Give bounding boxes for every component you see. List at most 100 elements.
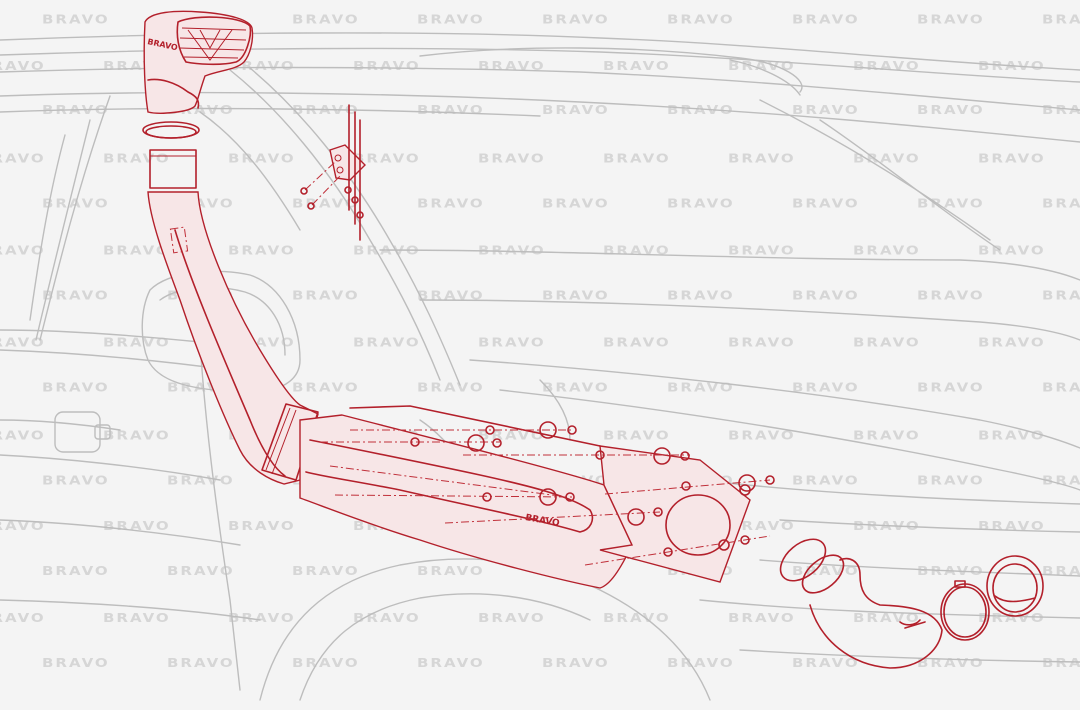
watermark-text: BRAVO xyxy=(292,287,360,303)
watermark-text: BRAVO xyxy=(728,242,796,258)
watermark-text: BRAVO xyxy=(917,472,985,488)
watermark-text: BRAVO xyxy=(853,334,921,350)
watermark-text: BRAVO xyxy=(478,150,546,166)
watermark-text: BRAVO xyxy=(228,518,296,534)
hose-clamp-bottom xyxy=(940,580,990,641)
watermark-text: BRAVO xyxy=(42,287,110,303)
fastener-lines xyxy=(320,421,775,566)
watermark-text: BRAVO xyxy=(728,150,796,166)
watermark-text: BRAVO xyxy=(792,102,860,118)
watermark-text: BRAVO xyxy=(292,379,360,395)
watermark-text: BRAVO xyxy=(542,287,610,303)
pillar-bracket xyxy=(300,104,366,241)
watermark-text: BRAVO xyxy=(728,518,796,534)
fender-body: BRAVO xyxy=(299,405,633,589)
watermark-text: BRAVO xyxy=(792,472,860,488)
watermark-text: BRAVO xyxy=(792,11,860,27)
watermark-text: BRAVO xyxy=(417,379,485,395)
watermark-text: BRAVO xyxy=(728,427,796,443)
watermark-text: BRAVO xyxy=(667,287,735,303)
watermark-text: BRAVO xyxy=(917,102,985,118)
watermark-text: BRAVO xyxy=(103,242,171,258)
watermark-text: BRAVO xyxy=(667,102,735,118)
watermark-text: BRAVO xyxy=(292,563,360,579)
watermark-text: BRAVO xyxy=(0,427,46,443)
watermark-text: BRAVO xyxy=(542,102,610,118)
watermark-text: BRAVO xyxy=(917,195,985,211)
watermark-text: BRAVO xyxy=(728,610,796,626)
watermark-text: BRAVO xyxy=(542,195,610,211)
watermark-text: BRAVO xyxy=(978,610,1046,626)
watermark-text: BRAVO xyxy=(792,655,860,671)
watermark-text: BRAVO xyxy=(917,379,985,395)
watermark-text: BRAVO xyxy=(292,11,360,27)
watermark-text: BRAVO xyxy=(167,563,235,579)
watermark-text: BRAVO xyxy=(417,195,485,211)
watermark-text: BRAVO xyxy=(667,195,735,211)
watermark-text: BRAVO xyxy=(0,610,46,626)
watermark-text: BRAVO xyxy=(228,150,296,166)
watermark-text: BRAVO xyxy=(0,334,46,350)
watermark-text: BRAVO xyxy=(353,150,421,166)
watermark-text: BRAVO xyxy=(853,427,921,443)
inner-elbow xyxy=(779,538,943,669)
ram-head: BRAVO xyxy=(143,10,254,114)
watermark-text: BRAVO xyxy=(353,610,421,626)
watermark-text: BRAVO xyxy=(1042,287,1080,303)
watermark-text: BRAVO xyxy=(542,379,610,395)
watermark-text: BRAVO xyxy=(228,610,296,626)
watermark-text: BRAVO xyxy=(353,334,421,350)
watermark-text: BRAVO xyxy=(167,472,235,488)
watermark-text: BRAVO xyxy=(103,150,171,166)
watermark-text: BRAVO xyxy=(417,287,485,303)
watermark-text: BRAVO xyxy=(42,563,110,579)
watermark-text: BRAVO xyxy=(1042,195,1080,211)
watermark-text: BRAVO xyxy=(417,11,485,27)
watermark-text: BRAVO xyxy=(42,11,110,27)
watermark-text: BRAVO xyxy=(542,11,610,27)
watermark-text: BRAVO xyxy=(478,334,546,350)
watermark-text: BRAVO xyxy=(1042,655,1080,671)
watermark-text: BRAVO xyxy=(603,610,671,626)
watermark-text: BRAVO xyxy=(667,655,735,671)
watermark-text: BRAVO xyxy=(1042,11,1080,27)
watermark-text: BRAVO xyxy=(167,655,235,671)
watermark-text: BRAVO xyxy=(792,195,860,211)
watermark-text: BRAVO xyxy=(42,472,110,488)
watermark-text: BRAVO xyxy=(103,518,171,534)
watermark-text: BRAVO xyxy=(853,242,921,258)
watermark-text: BRAVO xyxy=(603,58,671,74)
coupler xyxy=(149,149,197,189)
watermark-text: BRAVO xyxy=(0,242,46,258)
watermark-text: BRAVO xyxy=(1042,472,1080,488)
snorkel-body xyxy=(147,191,319,485)
watermark-text: BRAVO xyxy=(42,195,110,211)
watermark-text: BRAVO xyxy=(478,242,546,258)
watermark-text: BRAVO xyxy=(42,379,110,395)
watermark-text: BRAVO xyxy=(353,58,421,74)
watermark-text: BRAVO xyxy=(292,655,360,671)
watermark-text: BRAVO xyxy=(917,287,985,303)
watermark-text: BRAVO xyxy=(917,11,985,27)
watermark-text: BRAVO xyxy=(603,150,671,166)
watermark-text: BRAVO xyxy=(1042,102,1080,118)
watermark-text: BRAVO xyxy=(42,655,110,671)
watermark-text: BRAVO xyxy=(853,610,921,626)
watermark-text: BRAVO xyxy=(603,427,671,443)
watermark-text: BRAVO xyxy=(603,334,671,350)
airbox-adapter xyxy=(986,555,1044,617)
watermark-text: BRAVO xyxy=(103,427,171,443)
watermark-text: BRAVO xyxy=(478,610,546,626)
watermark-text: BRAVO xyxy=(228,242,296,258)
watermark-text: BRAVO xyxy=(667,379,735,395)
watermark-text: BRAVO xyxy=(417,655,485,671)
watermark-text: BRAVO xyxy=(417,102,485,118)
watermark-text: BRAVO xyxy=(0,150,46,166)
watermark-text: BRAVO xyxy=(542,655,610,671)
watermark-text: BRAVO xyxy=(792,287,860,303)
hose-clamp-top xyxy=(142,121,200,139)
watermark-text: BRAVO xyxy=(417,563,485,579)
watermark-text: BRAVO xyxy=(728,334,796,350)
